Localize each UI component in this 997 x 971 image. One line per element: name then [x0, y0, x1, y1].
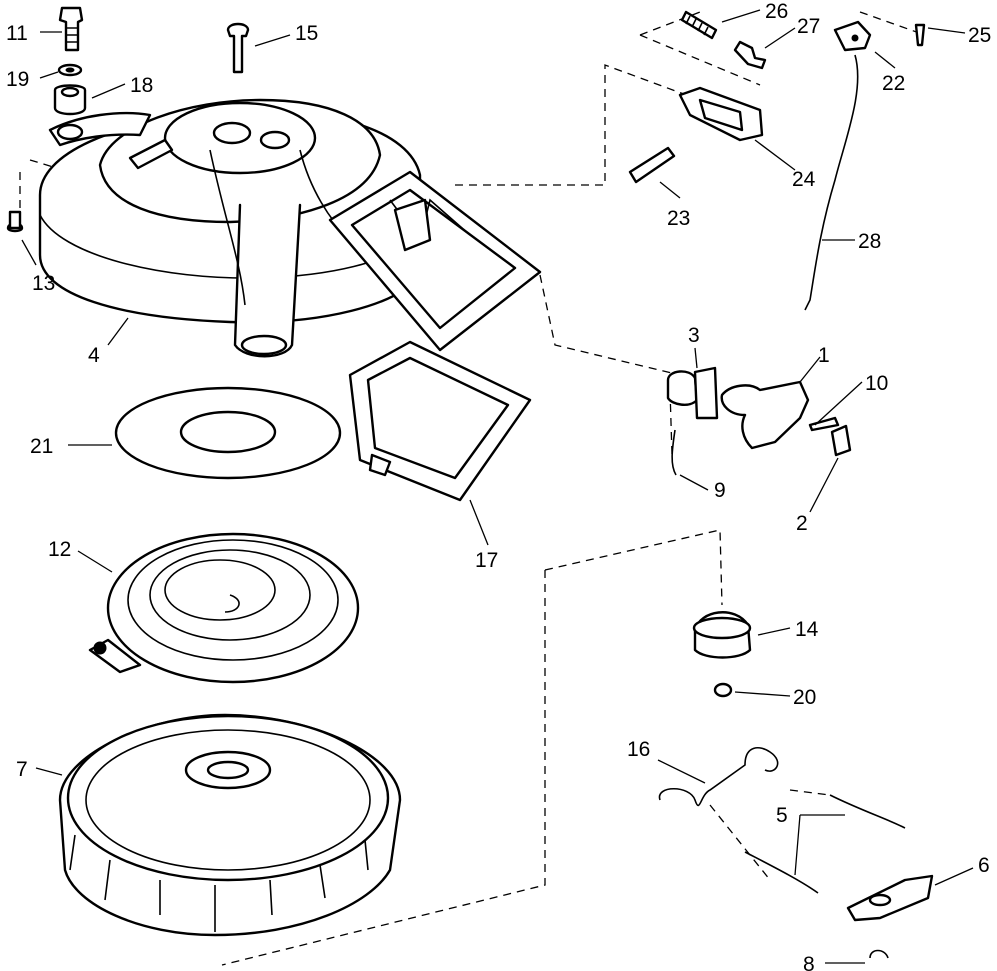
callout-23: 23: [667, 207, 690, 230]
callout-labels: 11 19 18 15 13 4 21 12 7 17 26 27 25 22 …: [6, 0, 991, 971]
callout-19: 19: [6, 68, 29, 91]
part-4-starter-housing: [38, 98, 422, 358]
callout-21: 21: [30, 435, 53, 458]
part-17-rope-guide: [328, 170, 542, 502]
callout-4: 4: [88, 344, 100, 367]
callout-8: 8: [803, 953, 815, 971]
callout-13: 13: [32, 272, 55, 295]
callout-27: 27: [797, 15, 820, 38]
callout-7: 7: [16, 758, 28, 781]
callout-leader-lines: [21, 9, 974, 964]
callout-18: 18: [130, 74, 153, 97]
callout-11: 11: [6, 22, 28, 45]
callout-2: 2: [796, 512, 808, 535]
callout-28: 28: [858, 230, 881, 253]
small-hardware-top-right: [628, 10, 926, 311]
callout-20: 20: [793, 686, 816, 709]
callout-26: 26: [765, 0, 788, 23]
callout-25: 25: [968, 24, 991, 47]
callout-1: 1: [818, 344, 830, 367]
small-hardware-left: [6, 6, 250, 233]
callout-16: 16: [627, 738, 650, 761]
starter-handle-assembly: [666, 366, 852, 476]
part-21-washer: [114, 386, 342, 480]
part-7-rope-pulley: [58, 713, 402, 937]
callout-15: 15: [295, 22, 318, 45]
callout-6: 6: [978, 854, 990, 877]
callout-3: 3: [688, 324, 700, 347]
callout-12: 12: [48, 538, 71, 561]
part-12-rewind-spring: [88, 532, 360, 684]
callout-17: 17: [475, 549, 498, 572]
callout-9: 9: [714, 479, 726, 502]
callout-14: 14: [795, 618, 819, 641]
callout-10: 10: [865, 372, 888, 395]
assembly-dashed-lines: [19, 11, 926, 966]
callout-24: 24: [792, 168, 816, 191]
callout-5: 5: [776, 804, 788, 827]
callout-22: 22: [882, 72, 905, 95]
small-hardware-bottom-right: [658, 611, 934, 959]
